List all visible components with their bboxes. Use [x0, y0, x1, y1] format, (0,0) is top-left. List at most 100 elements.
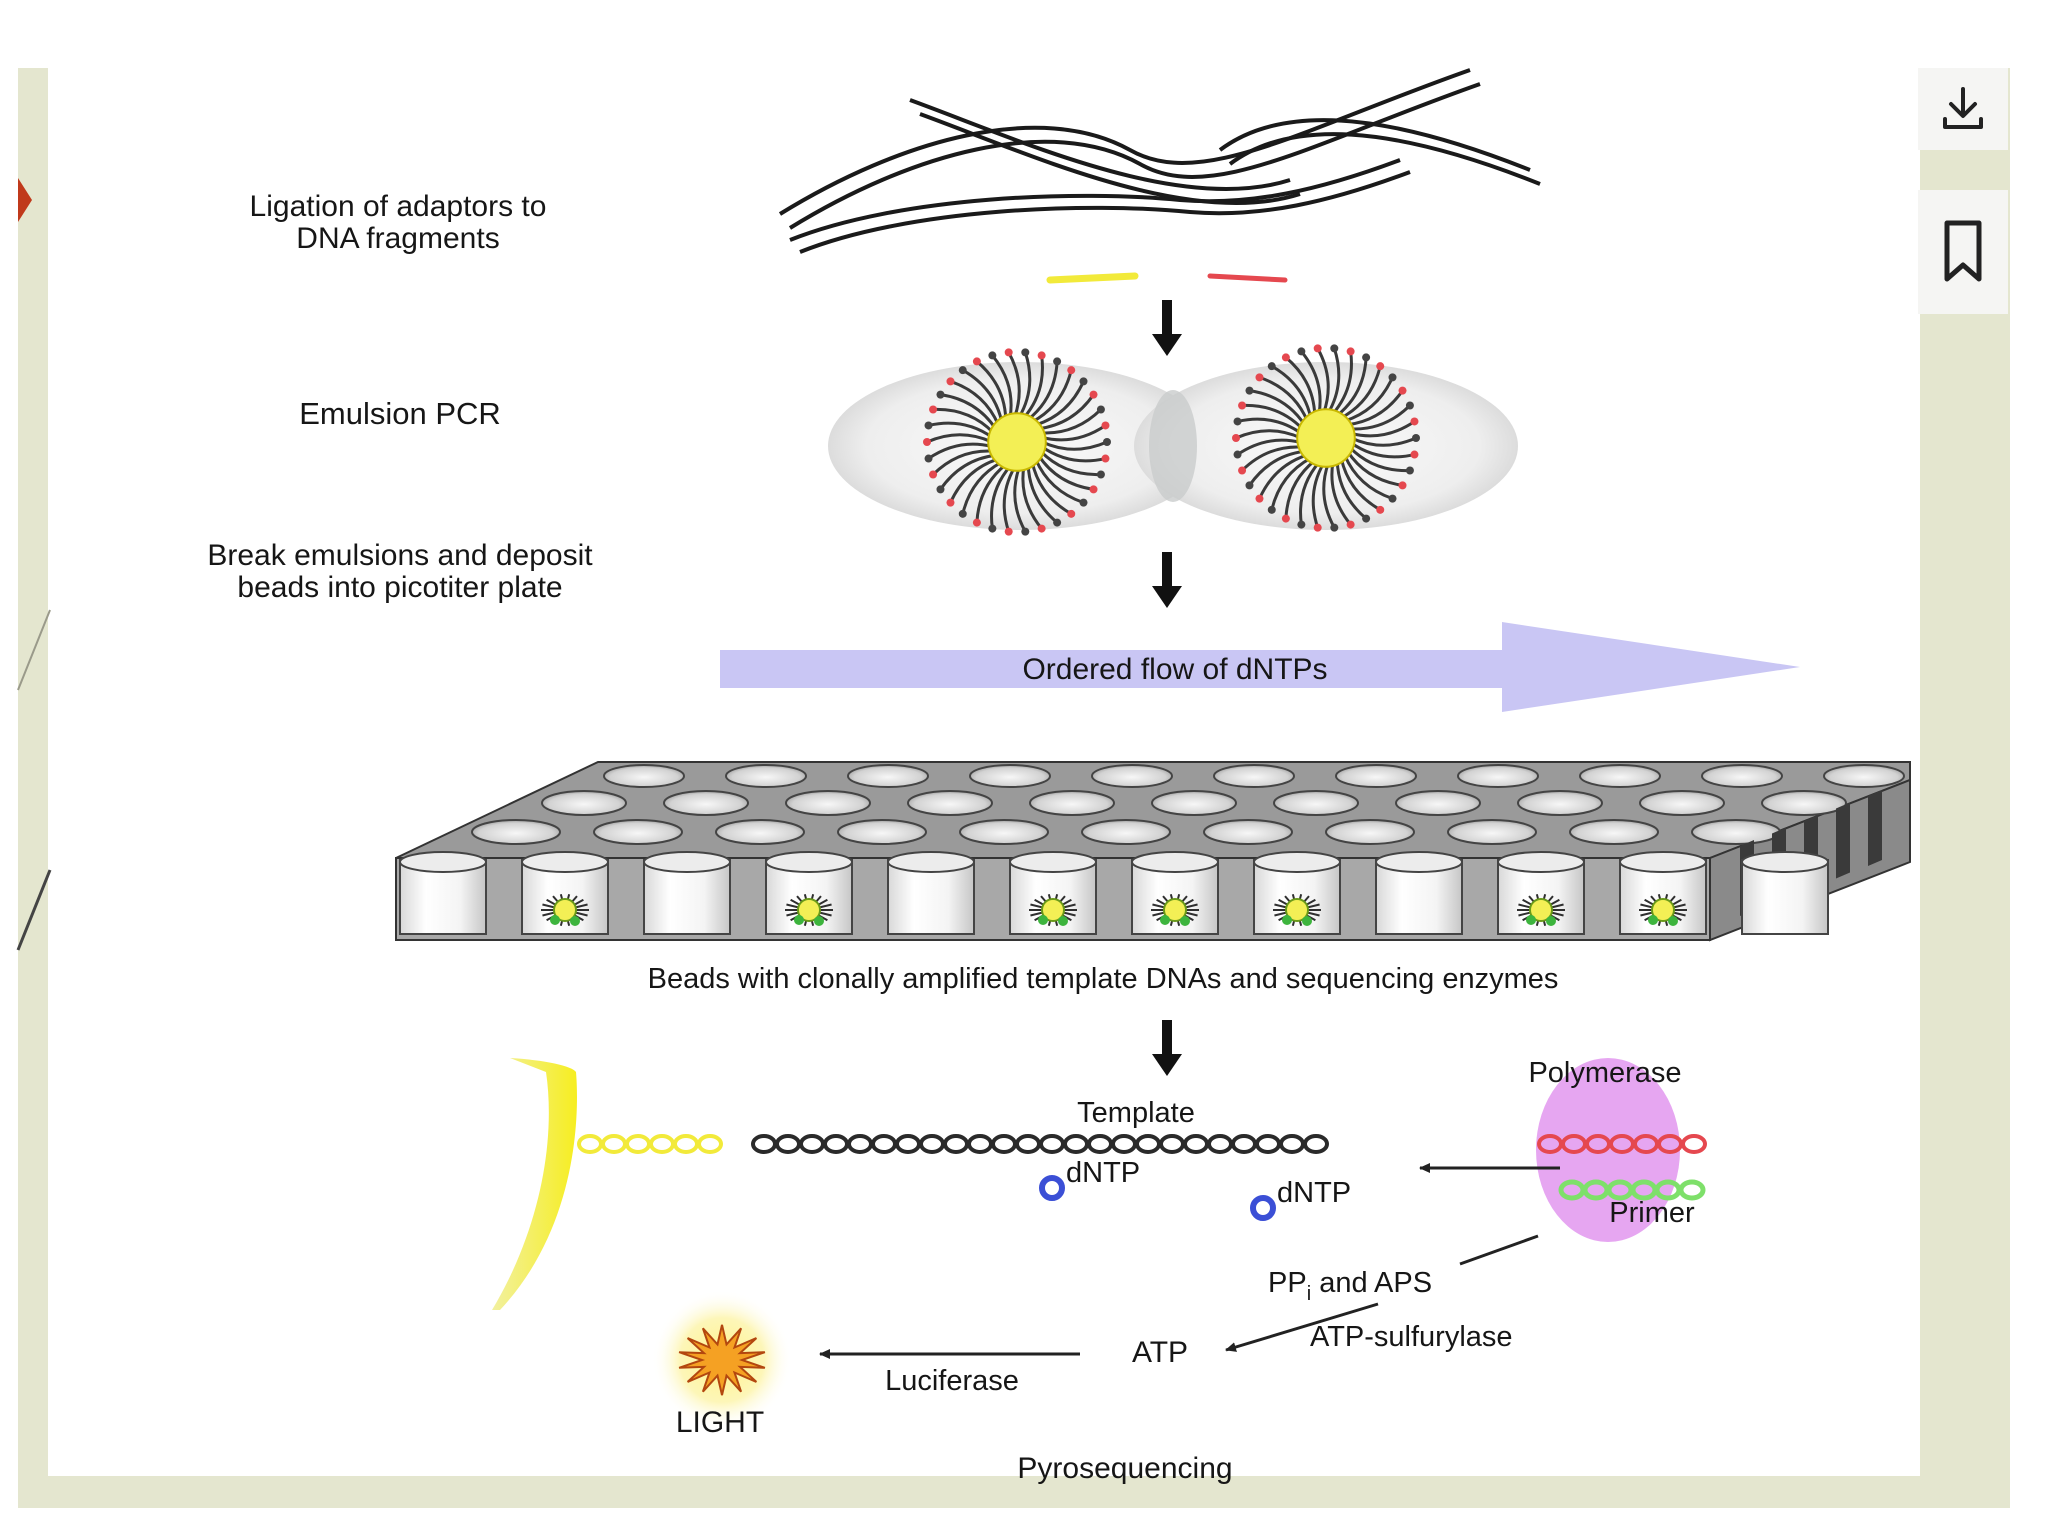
bead-dna-strand	[928, 421, 994, 439]
bead-dna-strand	[1022, 355, 1044, 419]
beads-caption: Beads with clonally amplified template D…	[648, 963, 1559, 995]
ppi-aps-label: PPi and APS	[1268, 1267, 1432, 1305]
plate-well	[1569, 819, 1659, 845]
bead-dna-tip	[1245, 386, 1254, 395]
plate-well-bead	[1639, 893, 1687, 927]
template-link	[967, 1134, 993, 1154]
bead-dna-tip	[1410, 417, 1419, 426]
bead-dna-tip	[1346, 347, 1355, 356]
bead-support	[492, 1058, 577, 1310]
plate-well-bead	[785, 893, 833, 927]
plate-well	[1395, 790, 1481, 816]
bead-dna-strand	[962, 368, 1004, 423]
bead-dna-strand	[927, 442, 993, 460]
template-link	[823, 1134, 849, 1154]
plate-well	[1273, 790, 1359, 816]
bead-dna-strand	[1347, 389, 1404, 427]
picotiter-plate	[395, 761, 1911, 942]
atp-label: ATP	[1132, 1336, 1188, 1369]
plate-well	[1151, 790, 1237, 816]
bead-dna-tip	[1021, 348, 1030, 357]
bead-dna-strand	[1021, 466, 1043, 530]
bead-dna-tip	[1233, 417, 1242, 426]
bead-dna-tip	[1267, 505, 1276, 514]
bead-dna-strand	[961, 460, 1003, 515]
sulfurylase-line	[1225, 1302, 1379, 1352]
plate-well	[907, 790, 993, 816]
plate-well	[725, 764, 807, 788]
bead-dna-strand	[1013, 466, 1027, 533]
bead-dna-strand	[1241, 445, 1303, 472]
bead-dna-tip	[1101, 454, 1110, 463]
template-link	[1231, 1134, 1257, 1154]
template-link	[799, 1134, 825, 1154]
plate-well	[969, 764, 1051, 788]
step-arrow-3	[1152, 1020, 1182, 1076]
break-label-line1: Break emulsions and deposit	[207, 539, 593, 572]
bead-dna-tip	[988, 351, 997, 360]
bookmark-icon	[1944, 220, 1982, 282]
plate-front-well-rim	[1375, 851, 1463, 873]
bead-dna-strand	[1007, 351, 1021, 418]
bead-dna-tip	[1313, 344, 1322, 353]
bead-dna-tip	[1004, 527, 1013, 536]
bead-dna-tip	[1255, 373, 1264, 382]
plate-front-well-rim	[399, 851, 487, 873]
template-link	[775, 1134, 801, 1154]
plate-front-well-rim	[1497, 851, 1585, 873]
plate-wells-top	[471, 764, 1905, 845]
plate-well	[785, 790, 871, 816]
plate-well	[1691, 819, 1781, 845]
slide-decor-line	[17, 609, 51, 691]
bead-dna-tip	[1281, 353, 1290, 362]
bead-dna-tip	[1245, 481, 1254, 490]
plate-well	[663, 790, 749, 816]
bead-dna-tip	[1405, 466, 1414, 475]
bead-dna-tip	[1267, 362, 1276, 371]
template-link	[1135, 1134, 1161, 1154]
bead-dna-strand	[1335, 460, 1368, 520]
slide-decor-line	[16, 869, 52, 951]
bead-dna-tip	[1362, 514, 1371, 523]
luciferase-label: Luciferase	[885, 1365, 1019, 1397]
plate-well	[1029, 790, 1115, 816]
bead-dna-tip	[1313, 523, 1322, 532]
bead-dna-tip	[1398, 386, 1407, 395]
bead-dna-strand	[1316, 347, 1330, 414]
break-label-line2: beads into picotiter plate	[237, 571, 562, 604]
download-button[interactable]	[1918, 68, 2008, 150]
bead-dna-tip	[1388, 494, 1397, 503]
well-bead-enzyme	[1648, 915, 1658, 925]
bead-dna-strand	[1027, 361, 1059, 421]
plate-well	[1335, 764, 1417, 788]
bead-dna-strand	[975, 360, 1008, 420]
plate-well	[1701, 764, 1783, 788]
bead-dna-strand	[1340, 365, 1382, 420]
well-bead-core	[797, 898, 821, 922]
well-bead-core	[1529, 898, 1553, 922]
bead-dna-strand	[1038, 393, 1095, 431]
bead-dna-tip	[1053, 357, 1062, 366]
dna-fragments	[778, 68, 1541, 254]
template-link	[1159, 1134, 1185, 1154]
plate-well	[1447, 819, 1537, 845]
bookmark-button[interactable]	[1918, 190, 2008, 314]
template-link	[943, 1134, 969, 1154]
bead-dna-strand	[1271, 364, 1313, 419]
template-link	[1015, 1134, 1041, 1154]
template-link	[1255, 1134, 1281, 1154]
bead-dna-tip	[924, 421, 933, 430]
bead-dna-tip	[1297, 347, 1306, 356]
bead-dna-strand	[1035, 380, 1085, 427]
bead-dna-strand	[1235, 429, 1302, 440]
adaptor-red	[1207, 273, 1288, 283]
template-link	[1111, 1134, 1137, 1154]
plate-well-bead	[1273, 893, 1321, 927]
bead-dna-strand	[926, 433, 993, 444]
bead-dna-strand	[1030, 461, 1072, 516]
bead-dna-strand	[1350, 420, 1416, 438]
template-link-red	[1681, 1134, 1707, 1154]
bead-dna-strand	[1331, 351, 1353, 415]
bead-dna-tip	[1037, 524, 1046, 533]
well-bead-core	[1163, 898, 1187, 922]
